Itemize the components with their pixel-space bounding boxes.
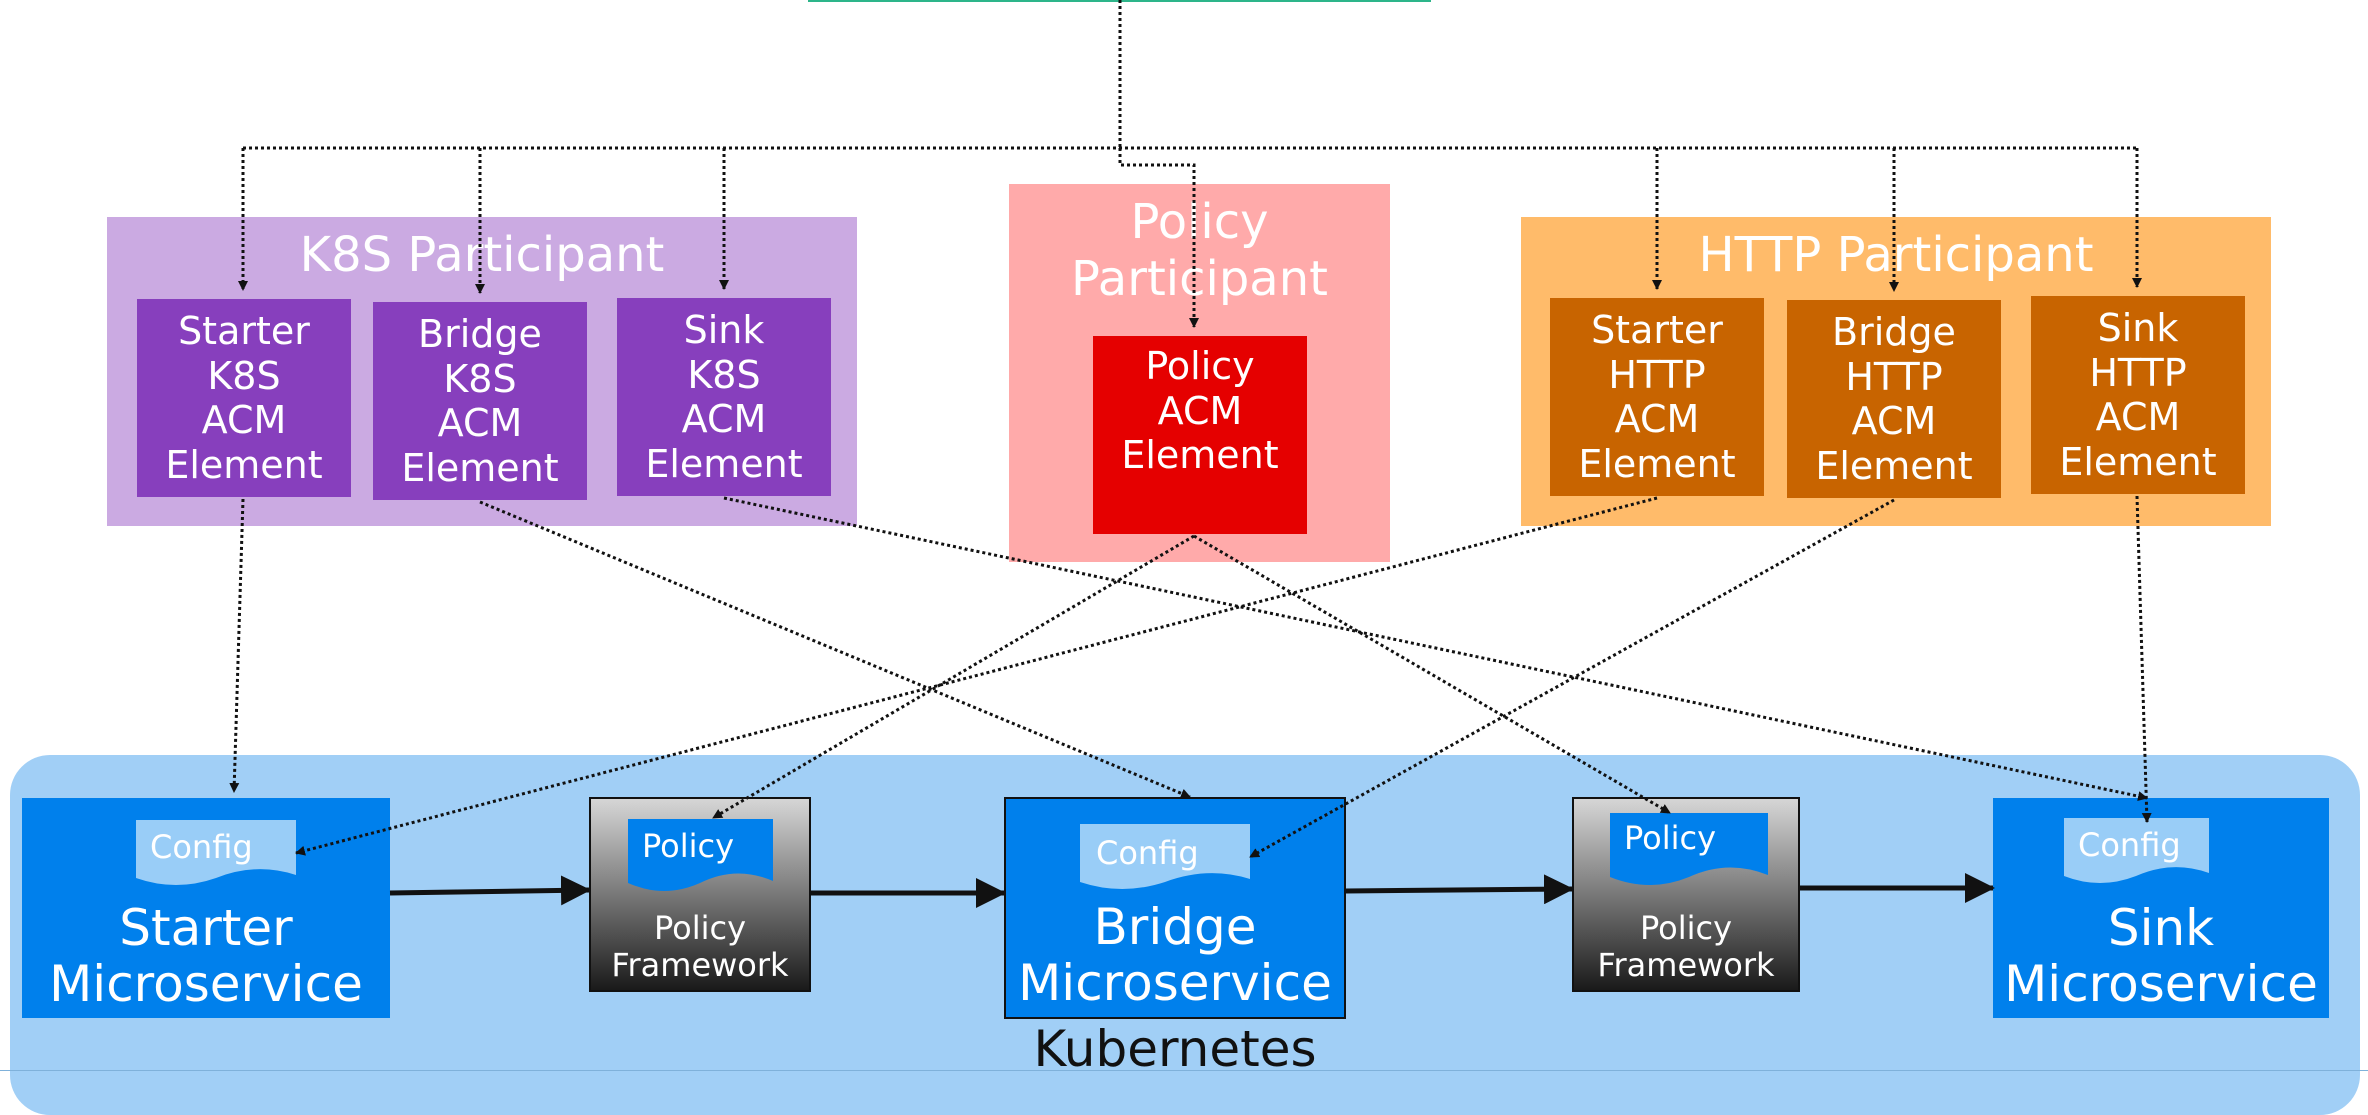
- starter-config-label: Config: [150, 828, 253, 866]
- sink-k8s-acm-element[interactable]: Sink K8S ACM Element: [617, 298, 831, 496]
- link-sink-k8s-to-sink-microservice: [723, 496, 2148, 802]
- policy-acm-element[interactable]: Policy ACM Element: [1093, 336, 1307, 534]
- k8s-participant-title: K8S Participant: [299, 227, 665, 283]
- bridge-k8s-acm-element[interactable]: Bridge K8S ACM Element: [373, 302, 587, 500]
- bridge-microservice-label: Bridge Microservice: [1018, 898, 1332, 1012]
- http-participant-title: HTTP Participant: [1698, 227, 2094, 283]
- policy-framework-2-label: Policy Framework: [1597, 909, 1775, 984]
- policy-participant-title: Policy Participant: [1071, 194, 1328, 307]
- bridge-config-doc: Config: [1080, 824, 1250, 896]
- bridge-config-label: Config: [1096, 834, 1199, 872]
- top-bar-edge: [808, 0, 1431, 2]
- sink-microservice-label: Sink Microservice: [2004, 899, 2318, 1013]
- link-starter-k8s-to-starter-microservice: [229, 498, 245, 793]
- bridge-http-acm-element[interactable]: Bridge HTTP ACM Element: [1787, 300, 2001, 498]
- starter-k8s-acm-element[interactable]: Starter K8S ACM Element: [137, 299, 351, 497]
- policy-framework-2-doc-label: Policy: [1624, 819, 1717, 857]
- policy-framework-1-policy-doc: Policy: [628, 819, 773, 897]
- config-doc-shape: [2064, 818, 2209, 883]
- policy-framework-2-policy-doc: Policy: [1610, 813, 1768, 891]
- sink-config-doc: Config: [2064, 818, 2209, 890]
- config-doc-shape: [136, 820, 296, 885]
- starter-microservice-label: Starter Microservice: [49, 899, 363, 1013]
- kubernetes-label: Kubernetes: [1033, 1020, 1317, 1078]
- policy-framework-1-doc-label: Policy: [642, 827, 735, 865]
- starter-config-doc: Config: [136, 820, 296, 892]
- sink-http-acm-element[interactable]: Sink HTTP ACM Element: [2031, 296, 2245, 494]
- sink-config-label: Config: [2078, 826, 2181, 864]
- kubernetes-baseline: [0, 1070, 2368, 1071]
- policy-framework-1-label: Policy Framework: [611, 909, 789, 984]
- starter-http-acm-element[interactable]: Starter HTTP ACM Element: [1550, 298, 1764, 496]
